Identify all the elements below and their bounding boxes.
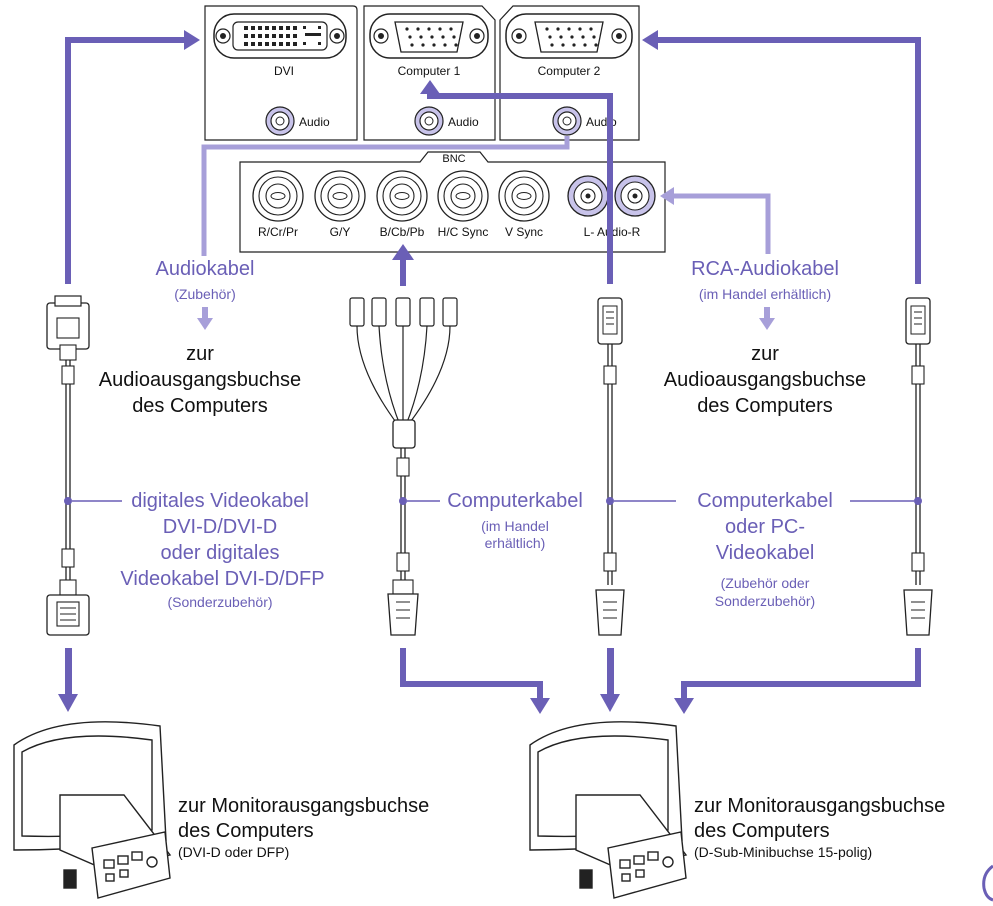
- bnc-port-r[interactable]: [252, 170, 304, 222]
- rca-audio-down-arrow: [759, 307, 775, 330]
- dvi-label: DVI: [274, 64, 294, 78]
- computer-right-illustration: [529, 721, 688, 899]
- pc-video-cable-line3: Videokabel: [715, 542, 815, 564]
- monitor-left-note: (DVI-D oder DFP): [178, 844, 290, 860]
- computer2-monitor-route: [674, 648, 921, 714]
- computer1-label: Computer 1: [398, 64, 461, 78]
- audio-dest-line1: zur: [186, 343, 214, 365]
- dvi-audio-label: Audio: [299, 115, 330, 129]
- bnc-label: BNC: [442, 153, 465, 165]
- dvi-port[interactable]: [213, 13, 347, 59]
- digital-cable-line1: digitales Videokabel: [131, 490, 309, 512]
- computer2-audio-jack[interactable]: [552, 106, 582, 136]
- rca-audio-cable-title: RCA-Audiokabel: [691, 258, 839, 280]
- computer1-panel: Computer 1 Audio: [363, 5, 496, 141]
- digital-cable-line2: DVI-D/DVI-D: [162, 516, 278, 538]
- pc-video-cable-note1: (Zubehör oder: [720, 575, 810, 591]
- audio-down-arrow: [197, 307, 213, 330]
- digital-cable-line3: oder digitales: [160, 542, 280, 564]
- audio-dest-line2: Audioausgangsbuchse: [98, 369, 302, 391]
- rca-audio-dest-line2: Audioausgangsbuchse: [663, 369, 867, 391]
- dvi-monitor-arrow: [58, 648, 78, 712]
- computer2-route-line: [642, 30, 921, 284]
- monitor-right-line1: zur Monitorausgangsbuchse: [694, 795, 946, 817]
- audio-dest-line3: des Computers: [132, 395, 268, 417]
- monitor-right-line2: des Computers: [694, 820, 830, 842]
- monitor-left-line2: des Computers: [178, 820, 314, 842]
- audio-cable-note: (Zubehör): [174, 286, 236, 302]
- digital-cable-note: (Sonderzubehör): [167, 594, 273, 610]
- pc-video-cable-line2: oder PC-: [724, 516, 806, 538]
- computer2-panel: Computer 2 Audio: [499, 5, 640, 141]
- computer1-audio-label: Audio: [448, 115, 479, 129]
- pc-video-cable-note2: Sonderzubehör): [714, 593, 816, 609]
- rca-audio-dest-line1: zur: [751, 343, 779, 365]
- computer1-vga-port[interactable]: [369, 13, 489, 59]
- rca-audio-route-line: [660, 187, 771, 254]
- dvi-audio-jack[interactable]: [265, 106, 295, 136]
- monitor-left-line1: zur Monitorausgangsbuchse: [178, 795, 430, 817]
- computer2-label: Computer 2: [538, 64, 601, 78]
- dvi-panel: DVI Audio: [204, 5, 358, 141]
- bnc-port-g[interactable]: [314, 170, 366, 222]
- rca-audio-right-jack[interactable]: [614, 175, 656, 217]
- computer-cable-note1: (im Handel: [481, 518, 549, 534]
- rca-audio-cable-note: (im Handel erhältlich): [698, 286, 832, 302]
- bnc-port-b[interactable]: [376, 170, 428, 222]
- bnc-g-label: G/Y: [330, 225, 351, 239]
- bnc-r-label: R/Cr/Pr: [258, 225, 298, 239]
- computer-cable-title: Computerkabel: [447, 490, 583, 512]
- bnc-hsync-label: H/C Sync: [438, 225, 489, 239]
- dvi-route-line: [65, 30, 200, 284]
- dvi-cable: [46, 295, 122, 636]
- rca-audio-left-jack[interactable]: [567, 175, 609, 217]
- computer1-monitor-arrow: [600, 648, 620, 712]
- computer1-audio-jack[interactable]: [414, 106, 444, 136]
- bnc-vsync-label: V Sync: [505, 225, 543, 239]
- computer1-cable: [595, 297, 676, 636]
- page-edge-mark: [982, 864, 993, 902]
- digital-cable-line4: Videokabel DVI-D/DFP: [120, 568, 325, 590]
- bnc-panel: BNC: [239, 151, 666, 253]
- bnc-route-line: [392, 244, 414, 286]
- bnc-port-vsync[interactable]: [498, 170, 550, 222]
- computer2-vga-port[interactable]: [505, 13, 633, 59]
- computer2-cable: [850, 297, 933, 636]
- computer1-route-line: [420, 80, 613, 284]
- bnc-cable: [349, 297, 458, 636]
- bnc-b-label: B/Cb/Pb: [380, 225, 425, 239]
- computer-left-illustration: [13, 721, 172, 899]
- pc-video-cable-line1: Computerkabel: [697, 490, 833, 512]
- monitor-right-note: (D-Sub-Minibuchse 15-polig): [694, 844, 873, 860]
- computer-cable-note2: erhältlich): [484, 535, 546, 551]
- audio-cable-title: Audiokabel: [155, 258, 255, 280]
- bnc-port-hsync[interactable]: [437, 170, 489, 222]
- audio-route-line: [201, 136, 570, 256]
- bnc-monitor-route: [400, 648, 550, 714]
- rca-audio-dest-line3: des Computers: [697, 395, 833, 417]
